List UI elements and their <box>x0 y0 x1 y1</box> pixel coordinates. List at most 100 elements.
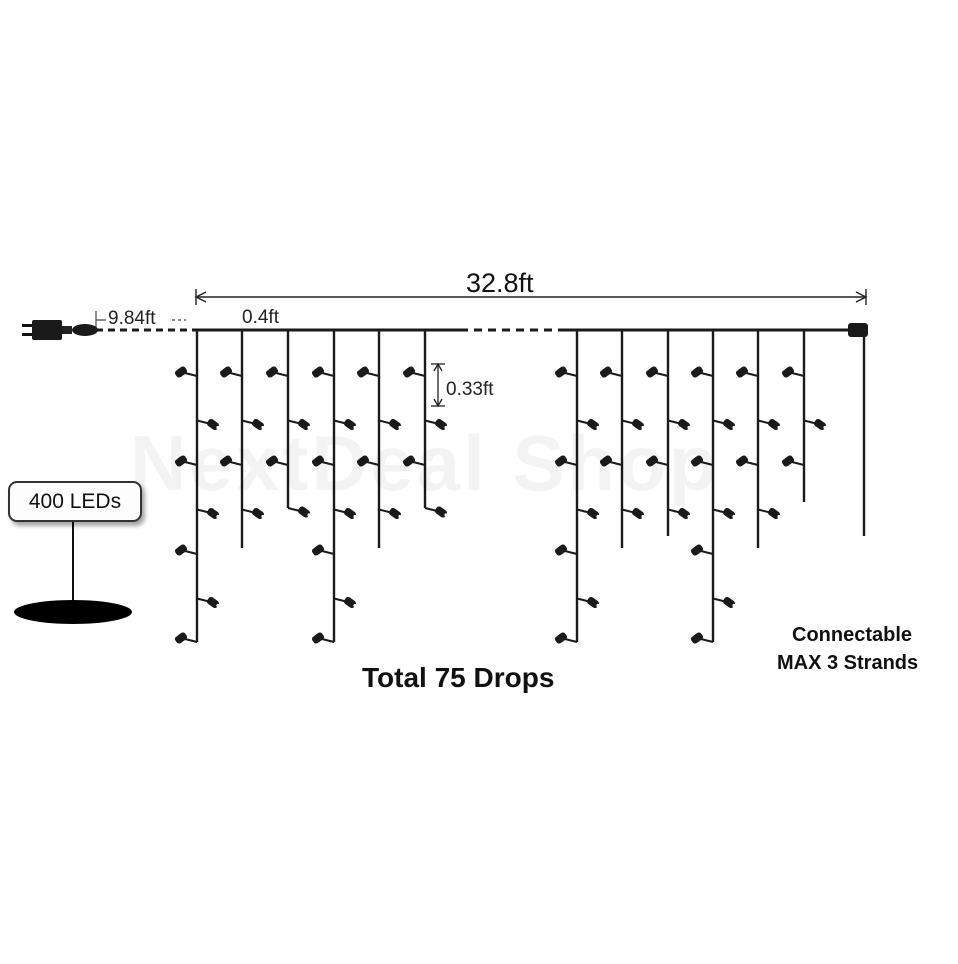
led-lens <box>554 456 558 460</box>
led-lens <box>402 456 406 460</box>
led-bulb-icon <box>174 544 188 556</box>
led-lens <box>596 514 600 519</box>
led-lens <box>216 603 220 608</box>
led-lens <box>174 367 178 371</box>
led-lens <box>219 456 223 460</box>
drop-offset-dimension <box>431 362 445 408</box>
total-length-dimension <box>194 289 868 305</box>
led-lens <box>261 425 265 430</box>
led-bulb-icon <box>265 366 279 378</box>
led-bulb-icon <box>735 366 749 378</box>
led-lens <box>444 513 448 517</box>
led-lens <box>307 425 311 430</box>
led-bulb-icon <box>219 366 233 378</box>
led-bulb-icon <box>251 507 265 520</box>
led-bulb-icon <box>554 366 568 378</box>
led-lens <box>402 367 406 371</box>
led-bulb-icon <box>690 544 704 556</box>
lead-wire-label: 9.84ft <box>108 308 156 329</box>
led-bulb-icon <box>677 507 691 520</box>
led-bulb-icon <box>781 455 795 467</box>
led-bulb-icon <box>174 366 188 378</box>
led-bulb-icon <box>206 596 220 609</box>
led-bulb-icon <box>388 418 402 431</box>
led-lens <box>353 425 357 430</box>
led-lens <box>732 603 736 608</box>
led-bulb-icon <box>767 507 781 520</box>
led-lens <box>356 456 360 460</box>
led-lens <box>596 425 600 430</box>
led-lens <box>444 425 448 430</box>
watermark: NextDeal Shop <box>130 418 719 509</box>
led-bulb-icon <box>265 455 279 467</box>
drop-offset-label: 0.33ft <box>446 379 494 400</box>
led-lens <box>311 367 315 371</box>
led-bulb-icon <box>554 544 568 556</box>
led-lens <box>735 456 739 460</box>
led-bulb-icon <box>554 632 568 644</box>
led-lens <box>311 456 315 460</box>
led-lens <box>398 425 402 430</box>
led-bulb-icon <box>599 455 613 467</box>
end-connector-icon <box>848 323 868 337</box>
led-bulb-icon <box>297 506 311 518</box>
led-bulb-icon <box>690 632 704 644</box>
led-bulb-icon <box>343 507 357 520</box>
led-lens <box>261 514 265 519</box>
led-bulb-icon <box>297 418 311 431</box>
led-lens <box>353 514 357 519</box>
led-lens <box>641 425 645 430</box>
led-bulb-icon <box>813 418 827 431</box>
led-bulb-icon <box>586 596 600 609</box>
drop-spacing-label: 0.4ft <box>242 307 279 328</box>
led-bulb-icon <box>251 418 265 431</box>
led-lens <box>690 456 694 460</box>
led-lens <box>641 514 645 519</box>
connectable-label: Connectable <box>792 624 913 646</box>
led-bulb-icon <box>722 418 736 431</box>
led-bulb-icon <box>219 455 233 467</box>
led-lens <box>781 367 785 371</box>
led-lens <box>398 514 402 519</box>
led-lens <box>599 367 603 371</box>
led-lens <box>174 545 178 549</box>
led-bulb-icon <box>690 455 704 467</box>
led-bulb-icon <box>388 507 402 520</box>
led-lens <box>311 545 315 549</box>
led-bulb-icon <box>356 455 370 467</box>
led-lens <box>216 425 220 430</box>
led-lens <box>311 633 315 637</box>
led-bulb-icon <box>645 366 659 378</box>
led-bulb-icon <box>631 507 645 520</box>
led-bulb-icon <box>311 544 325 556</box>
led-lens <box>690 545 694 549</box>
led-bulb-icon <box>174 632 188 644</box>
led-bulb-icon <box>343 596 357 609</box>
led-bulb-icon <box>631 418 645 431</box>
led-bulb-icon <box>722 507 736 520</box>
led-bulb-icon <box>645 455 659 467</box>
led-bulb-icon <box>311 632 325 644</box>
led-lens <box>265 367 269 371</box>
led-bulb-icon <box>174 455 188 467</box>
led-bulb-icon <box>735 455 749 467</box>
led-lens <box>777 514 781 519</box>
led-bulb-icon <box>554 455 568 467</box>
plug-icon <box>22 320 98 340</box>
led-bulb-icon <box>311 366 325 378</box>
led-lens <box>687 514 691 519</box>
led-bulb-icon <box>586 507 600 520</box>
led-bulb-icon <box>402 366 416 378</box>
led-bulb-icon <box>434 418 448 431</box>
led-bulb-icon <box>586 418 600 431</box>
led-lens <box>781 456 785 460</box>
led-lens <box>690 367 694 371</box>
led-lens <box>777 425 781 430</box>
led-lens <box>599 456 603 460</box>
badge-base <box>14 600 132 624</box>
led-lens <box>732 514 736 519</box>
led-lens <box>554 633 558 637</box>
led-bulb-icon <box>356 366 370 378</box>
led-bulb-icon <box>781 366 795 378</box>
